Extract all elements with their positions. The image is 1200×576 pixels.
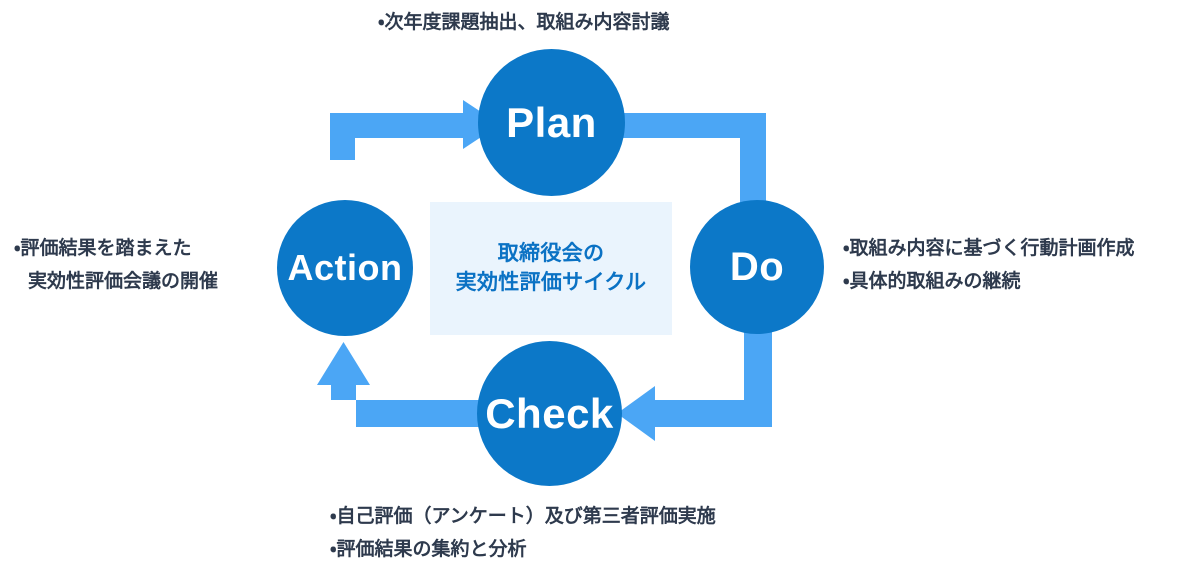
- arrow-to-plan-icon: [330, 100, 500, 160]
- annotation-action-line-1: ・評価結果を踏まえた: [14, 238, 192, 259]
- annotation-action: ・評価結果を踏まえた 実効性評価会議の開催: [14, 232, 218, 299]
- annotation-do-line-2: ・具体的取組みの継続: [843, 271, 1021, 293]
- annotation-do: ・取組み内容に基づく行動計画作成 ・具体的取組みの継続: [843, 232, 1134, 299]
- annotation-check-line-2: ・評価結果の集約と分析: [330, 539, 527, 561]
- center-title-line-2: 実効性評価サイクル: [455, 270, 647, 294]
- annotation-action-line-2: 実効性評価会議の開催: [28, 271, 219, 293]
- node-check[interactable]: Check: [477, 341, 622, 486]
- node-action-label: Action: [287, 247, 403, 288]
- center-title-line-1: 取締役会の: [497, 241, 605, 265]
- annotation-check-line-1: ・自己評価（アンケート）及び第三者評価実施: [330, 506, 716, 527]
- center-panel: 取締役会の 実効性評価サイクル: [430, 202, 672, 335]
- node-plan-label: Plan: [506, 98, 597, 146]
- annotation-check: ・自己評価（アンケート）及び第三者評価実施 ・評価結果の集約と分析: [330, 500, 716, 567]
- node-plan[interactable]: Plan: [478, 49, 625, 196]
- node-do-label: Do: [729, 245, 785, 289]
- annotation-plan-line-1: ・次年度課題抽出、取組み内容討議: [378, 12, 670, 33]
- arrow-to-check-icon: [617, 300, 772, 441]
- node-action[interactable]: Action: [277, 200, 413, 336]
- annotation-plan: ・次年度課題抽出、取組み内容討議: [378, 6, 669, 39]
- node-do[interactable]: Do: [690, 200, 824, 334]
- node-check-label: Check: [485, 389, 614, 437]
- arrow-to-action-icon: [317, 342, 488, 427]
- annotation-do-line-1: ・取組み内容に基づく行動計画作成: [843, 238, 1135, 259]
